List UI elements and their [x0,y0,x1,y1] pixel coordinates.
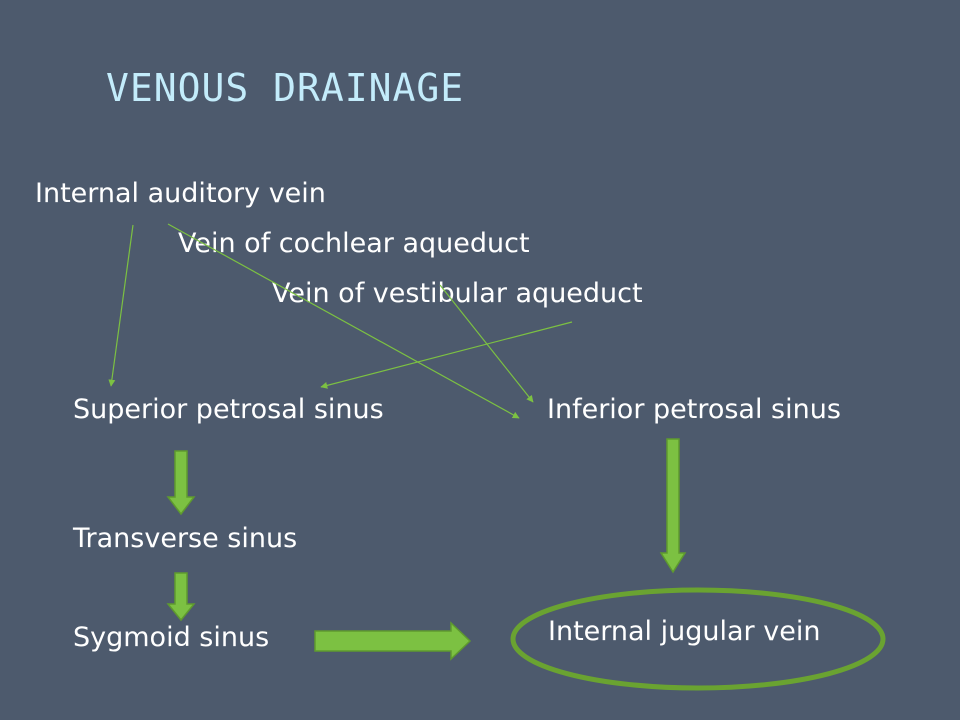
node-internal-auditory-vein: Internal auditory vein [35,178,326,209]
arrow-vestibular-to-superior [320,321,573,389]
slide-title: VENOUS DRAINAGE [106,66,465,110]
block-arrow-inferior-to-jugular [659,438,687,574]
block-arrow-superior-to-transverse [166,450,196,516]
node-sygmoid-sinus: Sygmoid sinus [73,622,270,653]
node-vein-cochlear-aqueduct: Vein of cochlear aqueduct [178,228,530,259]
node-superior-petrosal-sinus: Superior petrosal sinus [73,394,384,425]
arrow-auditory-to-superior [108,224,134,387]
node-transverse-sinus: Transverse sinus [73,523,298,554]
node-internal-jugular-vein: Internal jugular vein [548,616,821,647]
arrow-cochlear-to-inferior [439,284,534,403]
node-vein-vestibular-aqueduct: Vein of vestibular aqueduct [272,278,643,309]
node-inferior-petrosal-sinus: Inferior petrosal sinus [547,394,841,425]
arrow-auditory-to-inferior [167,223,520,419]
highlight-ellipse-internal-jugular [510,587,886,691]
block-arrow-transverse-to-sygmoid [166,572,196,622]
block-arrow-sygmoid-to-jugular [314,621,472,661]
